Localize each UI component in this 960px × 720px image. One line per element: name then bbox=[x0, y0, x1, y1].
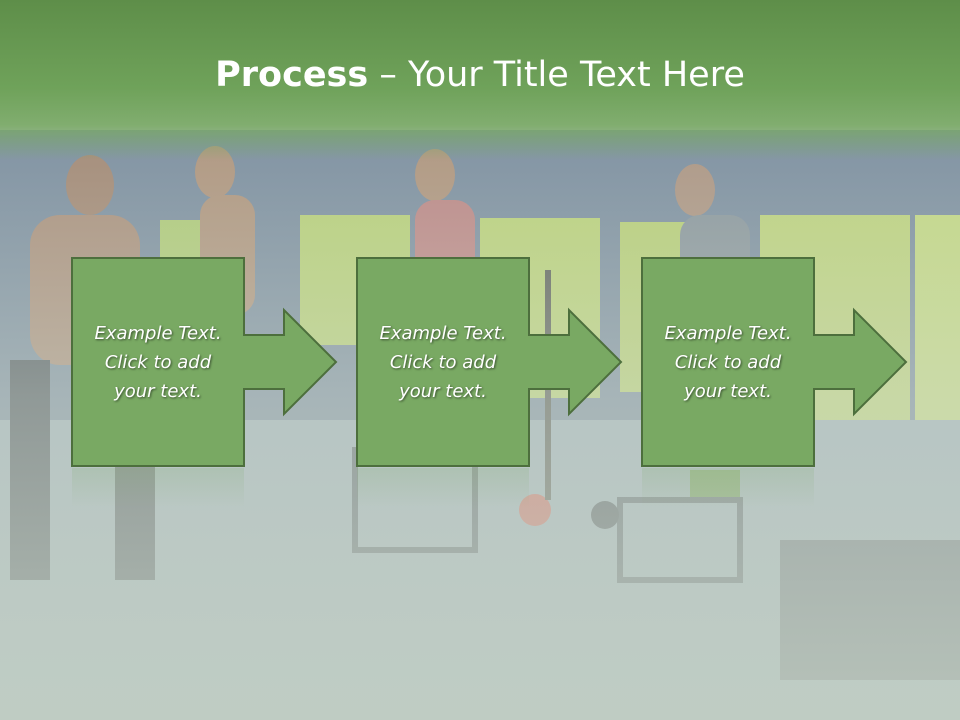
process-step-3-arrow[interactable] bbox=[630, 250, 920, 480]
title-rest: – Your Title Text Here bbox=[368, 55, 745, 95]
title-bar bbox=[0, 0, 960, 160]
step-1-line-1: Example Text. bbox=[94, 322, 222, 344]
step-1-line-3: your text. bbox=[114, 380, 202, 402]
step-3-line-2: Click to add bbox=[674, 351, 782, 373]
title-bold: Process bbox=[215, 55, 369, 95]
process-step-3-text[interactable]: Example Text. Click to add your text. bbox=[643, 259, 813, 465]
step-3-reflection bbox=[642, 468, 814, 508]
process-step-2-text[interactable]: Example Text. Click to add your text. bbox=[358, 259, 528, 465]
process-step-2-arrow[interactable] bbox=[345, 250, 635, 480]
process-step-1-arrow[interactable] bbox=[60, 250, 350, 480]
step-2-line-1: Example Text. bbox=[379, 322, 507, 344]
step-1-reflection bbox=[72, 468, 244, 508]
step-2-reflection bbox=[357, 468, 529, 508]
step-2-line-3: your text. bbox=[399, 380, 487, 402]
step-3-line-1: Example Text. bbox=[664, 322, 792, 344]
step-1-line-2: Click to add bbox=[104, 351, 212, 373]
process-step-1-text[interactable]: Example Text. Click to add your text. bbox=[73, 259, 243, 465]
slide-title[interactable]: Process – Your Title Text Here bbox=[0, 52, 960, 98]
step-3-line-3: your text. bbox=[684, 380, 772, 402]
step-2-line-2: Click to add bbox=[389, 351, 497, 373]
